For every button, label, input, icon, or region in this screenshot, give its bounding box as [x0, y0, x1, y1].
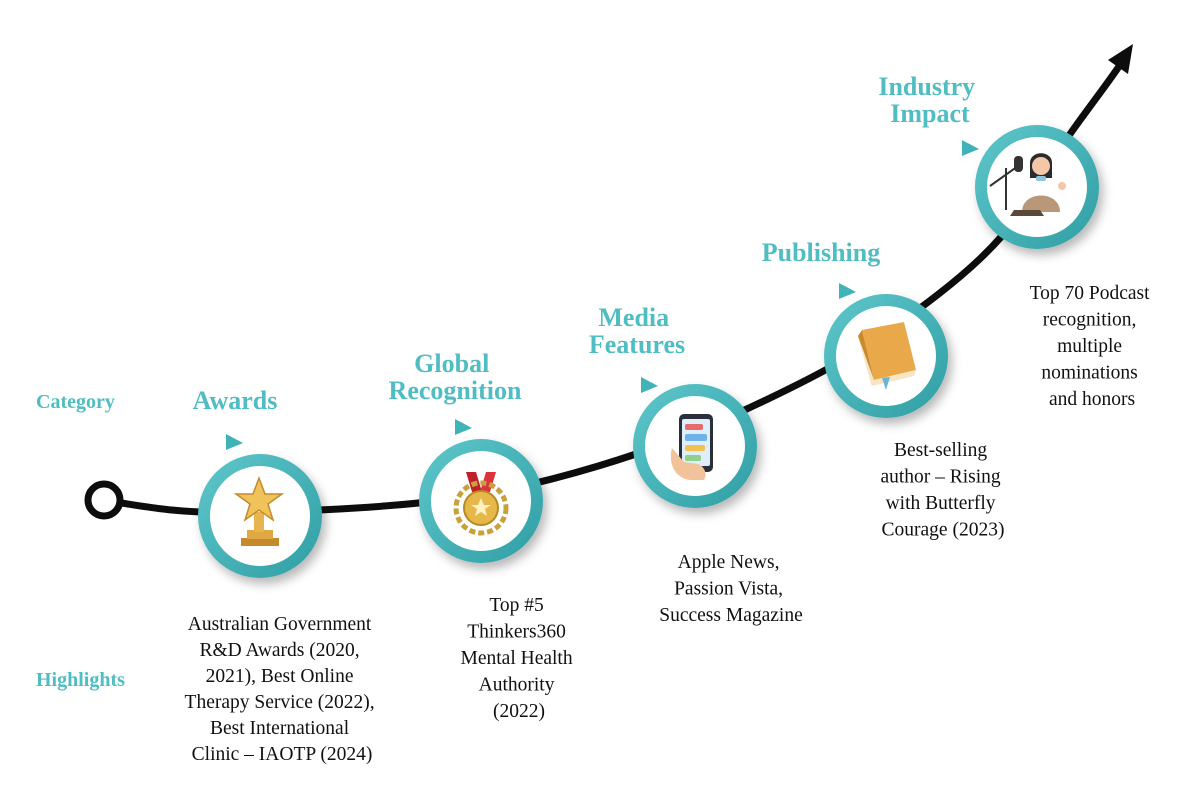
- highlight-line: R&D Awards (2020,: [199, 640, 359, 661]
- pointer-triangle-icon: [839, 283, 856, 299]
- milestone-publishing: Publishing Best-selling author – Rising …: [762, 238, 1005, 541]
- pointer-triangle-icon: [641, 377, 658, 393]
- highlight-line: Success Magazine: [659, 605, 803, 626]
- category-label: Industry Impact: [878, 72, 981, 128]
- milestone-global-recognition: Global Recognition Top #5 Thinkers360 Me…: [389, 349, 578, 722]
- highlight-line: recognition,: [1043, 310, 1137, 331]
- highlight-line: Best-selling: [894, 440, 987, 461]
- highlight-line: author – Rising: [880, 467, 1000, 488]
- milestone-face: [987, 137, 1087, 237]
- highlight-line: Top 70 Podcast: [1030, 283, 1151, 304]
- category-label-line: Features: [589, 330, 685, 359]
- arrow-head-icon: [1108, 44, 1133, 74]
- highlight-line: multiple: [1057, 336, 1122, 357]
- highlight-line: Clinic – IAOTP (2024): [192, 744, 373, 765]
- highlight-line: with Butterfly: [886, 493, 996, 514]
- highlight-line: Best International: [210, 718, 350, 739]
- highlight-line: Top #5: [489, 595, 543, 616]
- category-label-line: Awards: [193, 386, 278, 415]
- highlight-text: Best-selling author – Rising with Butter…: [880, 440, 1005, 541]
- category-label: Awards: [193, 386, 278, 415]
- milestone-media-features: Media Features Apple News, Passion Vista…: [589, 303, 803, 626]
- highlight-line: (2022): [493, 701, 545, 722]
- highlight-line: Therapy Service (2022),: [185, 692, 375, 713]
- highlight-line: Mental Health: [461, 648, 573, 669]
- highlights-row-label: Highlights: [36, 669, 125, 691]
- highlight-text: Top #5 Thinkers360 Mental Health Authori…: [461, 595, 578, 722]
- book-icon: [858, 322, 916, 390]
- category-label-line: Industry: [878, 72, 975, 101]
- highlight-line: Apple News,: [678, 552, 780, 573]
- podcast-host-icon: [989, 153, 1066, 216]
- smartphone-icon: [670, 414, 713, 480]
- highlight-text: Top 70 Podcast recognition, multiple nom…: [1030, 283, 1155, 410]
- highlight-line: Authority: [479, 675, 555, 696]
- category-row-label: Category: [36, 391, 115, 413]
- trophy-star-icon: [233, 475, 285, 546]
- pointer-triangle-icon: [962, 140, 979, 156]
- pointer-triangle-icon: [455, 419, 472, 435]
- highlight-text: Apple News, Passion Vista, Success Magaz…: [659, 552, 803, 626]
- highlight-line: nominations: [1041, 363, 1137, 384]
- highlight-line: Thinkers360: [467, 622, 566, 643]
- medal-icon: [453, 472, 509, 536]
- milestone-awards: Awards Australian Government R&D Awards …: [185, 386, 380, 765]
- milestone-industry-impact: Industry Impact Top 70 Podcast recogniti…: [878, 72, 1155, 410]
- highlight-line: Australian Government: [188, 614, 372, 635]
- start-circle: [84, 480, 124, 520]
- category-label: Global Recognition: [389, 349, 522, 405]
- highlight-line: Courage (2023): [882, 520, 1005, 541]
- category-label-line: Global: [414, 349, 489, 378]
- category-label-line: Impact: [890, 99, 970, 128]
- category-label-line: Media: [598, 303, 669, 332]
- highlight-line: 2021), Best Online: [206, 666, 354, 687]
- category-label: Publishing: [762, 238, 881, 267]
- highlight-line: and honors: [1049, 389, 1135, 410]
- highlight-line: Passion Vista,: [674, 579, 783, 600]
- highlight-text: Australian Government R&D Awards (2020, …: [185, 614, 380, 765]
- pointer-triangle-icon: [226, 434, 243, 450]
- category-label-line: Recognition: [389, 376, 522, 405]
- category-label: Media Features: [589, 303, 685, 359]
- category-label-line: Publishing: [762, 238, 881, 267]
